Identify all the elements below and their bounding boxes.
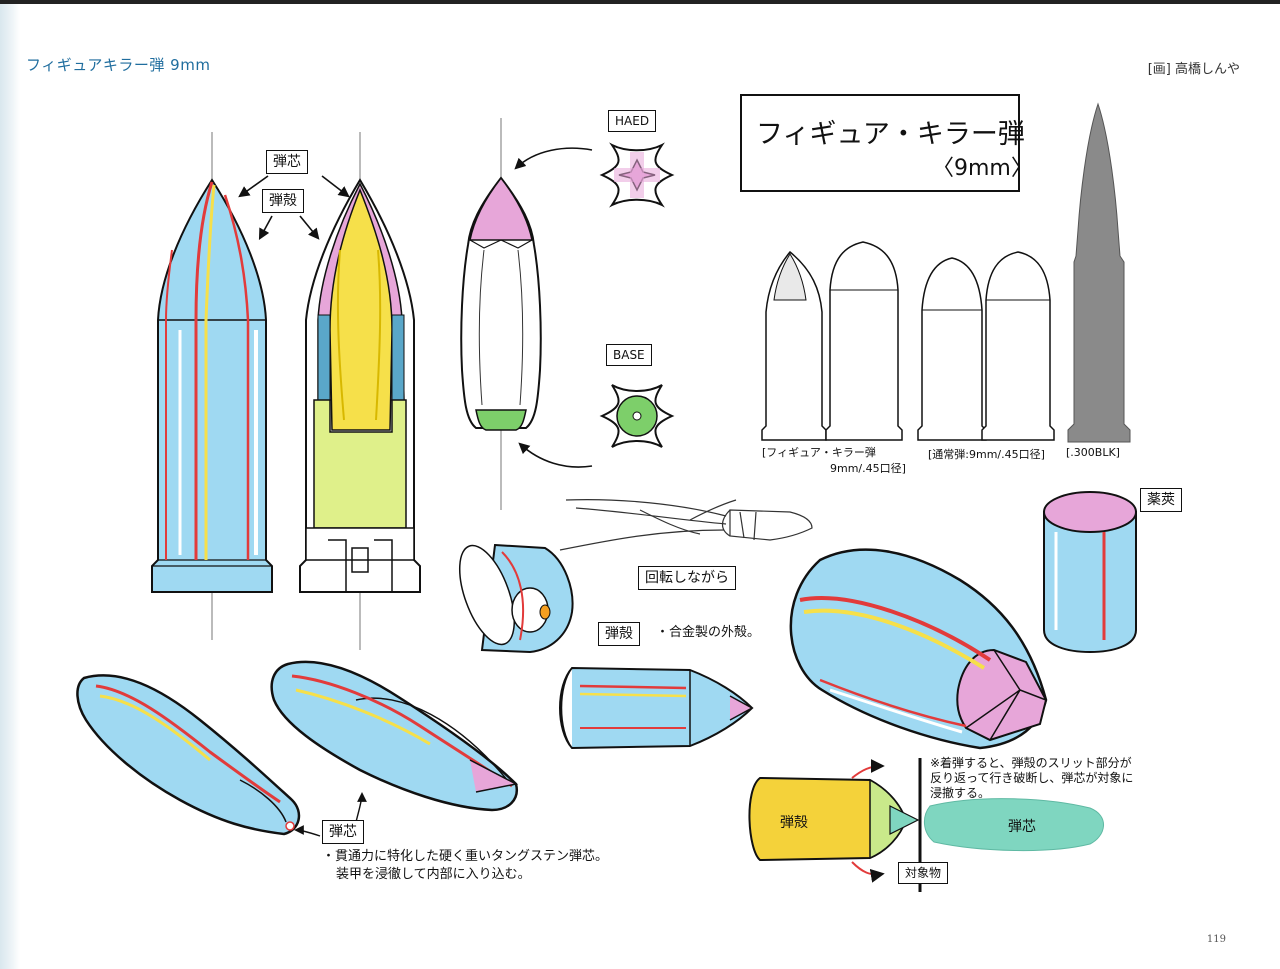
label-head: HAED bbox=[608, 110, 657, 132]
label-core-top: 弾芯 bbox=[266, 150, 308, 174]
caption-figure-killer-line2: 9mm/.45口径] bbox=[830, 462, 906, 475]
caption-300blk: [.300BLK] bbox=[1066, 446, 1120, 459]
page-number: 119 bbox=[1206, 934, 1226, 945]
note-impact-line1: ※着弾すると、弾殻のスリット部分が bbox=[930, 756, 1132, 770]
arrow-core-bottom bbox=[355, 792, 367, 823]
rotation-sketch bbox=[559, 499, 813, 551]
head-cross-section bbox=[599, 142, 675, 208]
arrow-core-right bbox=[321, 175, 350, 198]
arrow-core-left bbox=[238, 175, 269, 198]
caption-figure-killer-line1: [フィギュア・キラー弾 bbox=[762, 446, 876, 459]
title-sub: 〈9mm〉 bbox=[932, 156, 1033, 181]
note-core-line1: ・貫通力に特化した硬く重いタングステン弾芯。 bbox=[322, 849, 609, 864]
illustrator-credit: [画] 高橋しんや bbox=[1147, 62, 1240, 77]
large-bullet-3quarter-view bbox=[789, 548, 1048, 750]
casing-cylinder-view bbox=[1043, 491, 1137, 654]
note-shell: ・合金製の外殻。 bbox=[656, 625, 761, 640]
title-box bbox=[740, 94, 1020, 192]
caption-normal-round: [通常弾:9mm/.45口径] bbox=[928, 448, 1045, 461]
label-target: 対象物 bbox=[898, 862, 949, 884]
label-core-bottom: 弾芯 bbox=[322, 820, 364, 844]
impact-shell-text: 弾殻 bbox=[780, 815, 808, 831]
arrow-core-bottom-2 bbox=[294, 825, 321, 837]
cartridge-cutaway-view bbox=[299, 178, 421, 593]
running-title: フィギュアキラー弾 9mm bbox=[26, 56, 211, 74]
title-main: フィギュア・キラー弾 bbox=[756, 119, 1025, 150]
core-angled-view-2 bbox=[270, 660, 519, 812]
note-core-line2: 装甲を浸徹して内部に入り込む。 bbox=[336, 867, 531, 882]
arrow-shell-right bbox=[299, 215, 320, 240]
small-bullet-side-view bbox=[559, 666, 754, 750]
arrow-to-head bbox=[514, 147, 593, 170]
note-impact-line3: 浸撤する。 bbox=[930, 786, 991, 800]
label-rotating: 回転しながら bbox=[638, 566, 736, 590]
size-comparison bbox=[761, 102, 1131, 443]
core-angled-view-1 bbox=[76, 674, 301, 836]
arrow-to-base bbox=[518, 442, 593, 468]
impact-diagram bbox=[748, 758, 1104, 892]
base-cross-section bbox=[599, 384, 675, 448]
label-shell-middle: 弾殻 bbox=[598, 622, 640, 646]
label-casing: 薬莢 bbox=[1140, 488, 1182, 512]
arrow-shell-left bbox=[258, 215, 273, 240]
note-impact-line2: 反り返って行き破断し、弾芯が対象に bbox=[930, 771, 1134, 785]
cartridge-side-view bbox=[151, 178, 273, 593]
label-base: BASE bbox=[606, 344, 652, 366]
loose-shell-view bbox=[458, 543, 574, 654]
label-shell-top: 弾殻 bbox=[262, 189, 304, 213]
page-spine-shadow bbox=[0, 0, 20, 969]
impact-core-text: 弾芯 bbox=[1008, 819, 1036, 835]
top-border bbox=[0, 0, 1280, 4]
core-outline-view bbox=[460, 176, 542, 431]
